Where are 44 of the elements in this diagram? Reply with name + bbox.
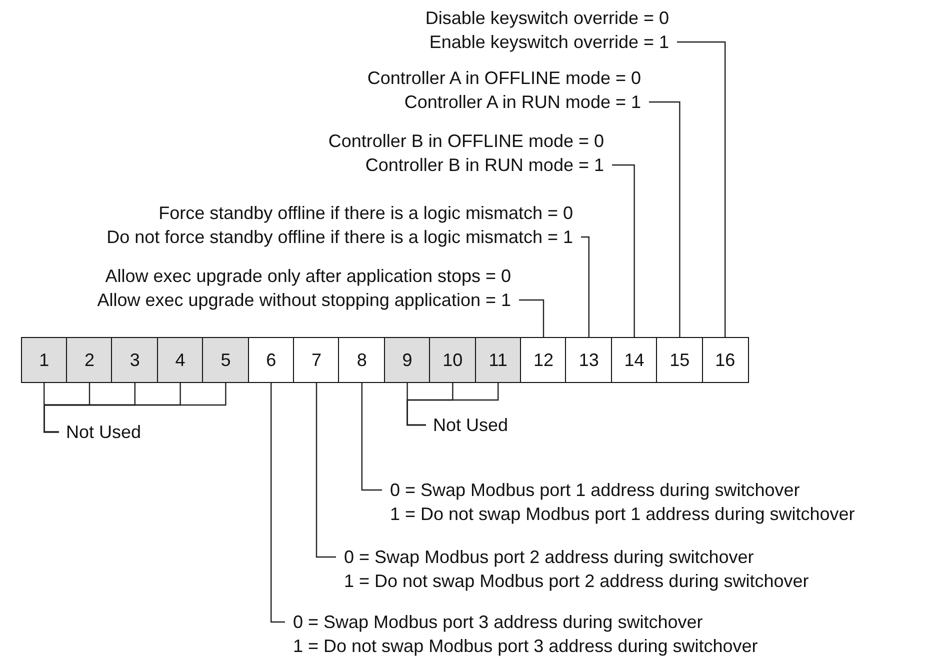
leader-line: [270, 383, 285, 623]
bit-cell: 4: [156, 337, 204, 383]
bit-cell: 7: [293, 337, 340, 383]
bit-description: Allow exec upgrade without stopping application = 1: [97, 289, 511, 312]
bit-cell: 16: [702, 337, 749, 383]
leader-line: [581, 236, 590, 337]
bit-description: 0 = Swap Modbus port 1 address during switchover: [390, 479, 801, 502]
leader-line: [406, 383, 499, 426]
bit-description: Controller B in RUN mode = 1: [364, 154, 604, 177]
bit-description: Allow exec upgrade only after application stops = 0: [104, 265, 511, 288]
bit-cell: 10: [429, 337, 476, 383]
bit-cell: 8: [338, 337, 386, 383]
bit-cell: 5: [202, 337, 250, 383]
leader-line: [677, 41, 726, 337]
bit-cell: 11: [474, 337, 522, 383]
bit-description: Not Used: [66, 421, 142, 444]
bit-cell: 6: [248, 337, 295, 383]
bit-description: Enable keyswitch override = 1: [428, 31, 669, 54]
bit-cell: 14: [610, 337, 658, 383]
bit-cell: 13: [565, 337, 612, 383]
bit-description: 0 = Swap Modbus port 3 address during switchover: [293, 611, 704, 634]
bit-cell: 12: [520, 337, 567, 383]
leader-line: [44, 383, 226, 433]
bit-description: Controller B in OFFLINE mode = 0: [328, 130, 604, 153]
bit-cell: 15: [656, 337, 704, 383]
bit-description: 1 = Do not swap Modbus port 1 address during switchover: [390, 503, 855, 526]
bit-description: Do not force standby offline if there is a logic mismatch = 1: [106, 226, 573, 249]
leader-line: [361, 383, 382, 491]
bit-description: 1 = Do not swap Modbus port 2 address during switchover: [344, 570, 809, 593]
bit-cell: 1: [21, 337, 67, 383]
leader-line: [316, 383, 336, 558]
bit-cell: 2: [66, 337, 113, 383]
leader-line: [519, 299, 544, 337]
bit-description: 0 = Swap Modbus port 2 address during switchover: [344, 546, 755, 569]
leader-line: [649, 101, 680, 337]
leader-line: [612, 164, 635, 337]
bit-description: Force standby offline if there is a logic mismatch = 0: [158, 202, 573, 225]
bit-cell: 3: [111, 337, 158, 383]
bit-description: Disable keyswitch override = 0: [425, 7, 669, 30]
bit-description: 1 = Do not swap Modbus port 3 address during switchover: [293, 635, 758, 658]
bit-description: Controller A in RUN mode = 1: [403, 91, 641, 114]
bit-description: Not Used: [433, 414, 508, 437]
bit-description: Controller A in OFFLINE mode = 0: [367, 67, 641, 90]
bit-cell: 9: [384, 337, 431, 383]
